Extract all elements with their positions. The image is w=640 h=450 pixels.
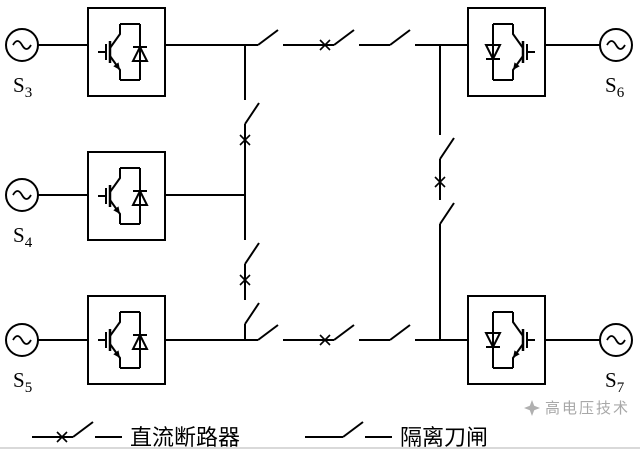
switch-blade-icon	[72, 421, 94, 438]
source-s6-label: S6	[605, 73, 625, 101]
isolator-switch	[244, 302, 260, 325]
switch-blade-icon	[244, 102, 260, 125]
dc-breaker	[319, 29, 355, 51]
source-s6: S6	[599, 28, 633, 101]
source-s5: S5	[5, 323, 39, 396]
ac-source-icon	[5, 28, 39, 62]
switch-blade-icon	[333, 324, 355, 341]
source-s3: S3	[5, 28, 39, 101]
switch-blade-icon	[257, 29, 279, 46]
isolator-switch	[257, 324, 279, 341]
source-s4-label: S4	[13, 223, 33, 251]
legend-breaker-label: 直流断路器	[130, 425, 240, 450]
converter-bottom-left-icon	[86, 294, 167, 386]
legend-breaker-symbol	[32, 421, 122, 443]
source-s3-label: S3	[13, 73, 32, 101]
source-s4: S4	[5, 178, 39, 251]
source-s7: S7	[599, 323, 633, 396]
wire-network	[38, 44, 600, 341]
switch-blade-icon	[257, 324, 279, 341]
switch-blade-icon	[244, 302, 260, 325]
switch-blade-icon	[333, 29, 355, 46]
converter-top-right-icon	[466, 6, 547, 98]
isolator-switch	[389, 29, 411, 46]
bottom-divider	[0, 447, 640, 449]
dc-breaker	[319, 324, 355, 346]
dc-breaker	[434, 176, 455, 225]
converter-top-left-icon	[86, 6, 167, 98]
ac-source-icon	[5, 323, 39, 357]
source-s7-label: S7	[605, 368, 625, 396]
switch-blade-icon	[244, 242, 260, 265]
switch-blade-icon	[389, 324, 411, 341]
converter-bottom-right-icon	[466, 294, 547, 386]
legend: 直流断路器 隔离刀闸	[32, 421, 488, 450]
converter-mid-left-icon	[86, 150, 167, 242]
watermark-text: 高电压技术	[544, 400, 630, 417]
legend-isolator-symbol	[305, 421, 392, 438]
dc-breaker	[239, 242, 260, 286]
dc-breaker	[239, 102, 260, 146]
watermark: 高电压技术	[523, 397, 630, 418]
switch-blade-icon	[342, 421, 364, 438]
switch-blade-icon	[439, 202, 455, 225]
ac-source-icon	[599, 323, 633, 357]
source-s5-label: S5	[13, 368, 32, 396]
switch-blade-icon	[389, 29, 411, 46]
ac-source-icon	[5, 178, 39, 212]
ac-source-icon	[599, 28, 633, 62]
isolator-switch	[257, 29, 279, 46]
switch-blade-icon	[439, 137, 455, 160]
isolator-switch	[439, 137, 455, 160]
legend-isolator-label: 隔离刀闸	[400, 425, 488, 450]
watermark-logo-icon	[523, 399, 540, 416]
isolator-switch	[389, 324, 411, 341]
